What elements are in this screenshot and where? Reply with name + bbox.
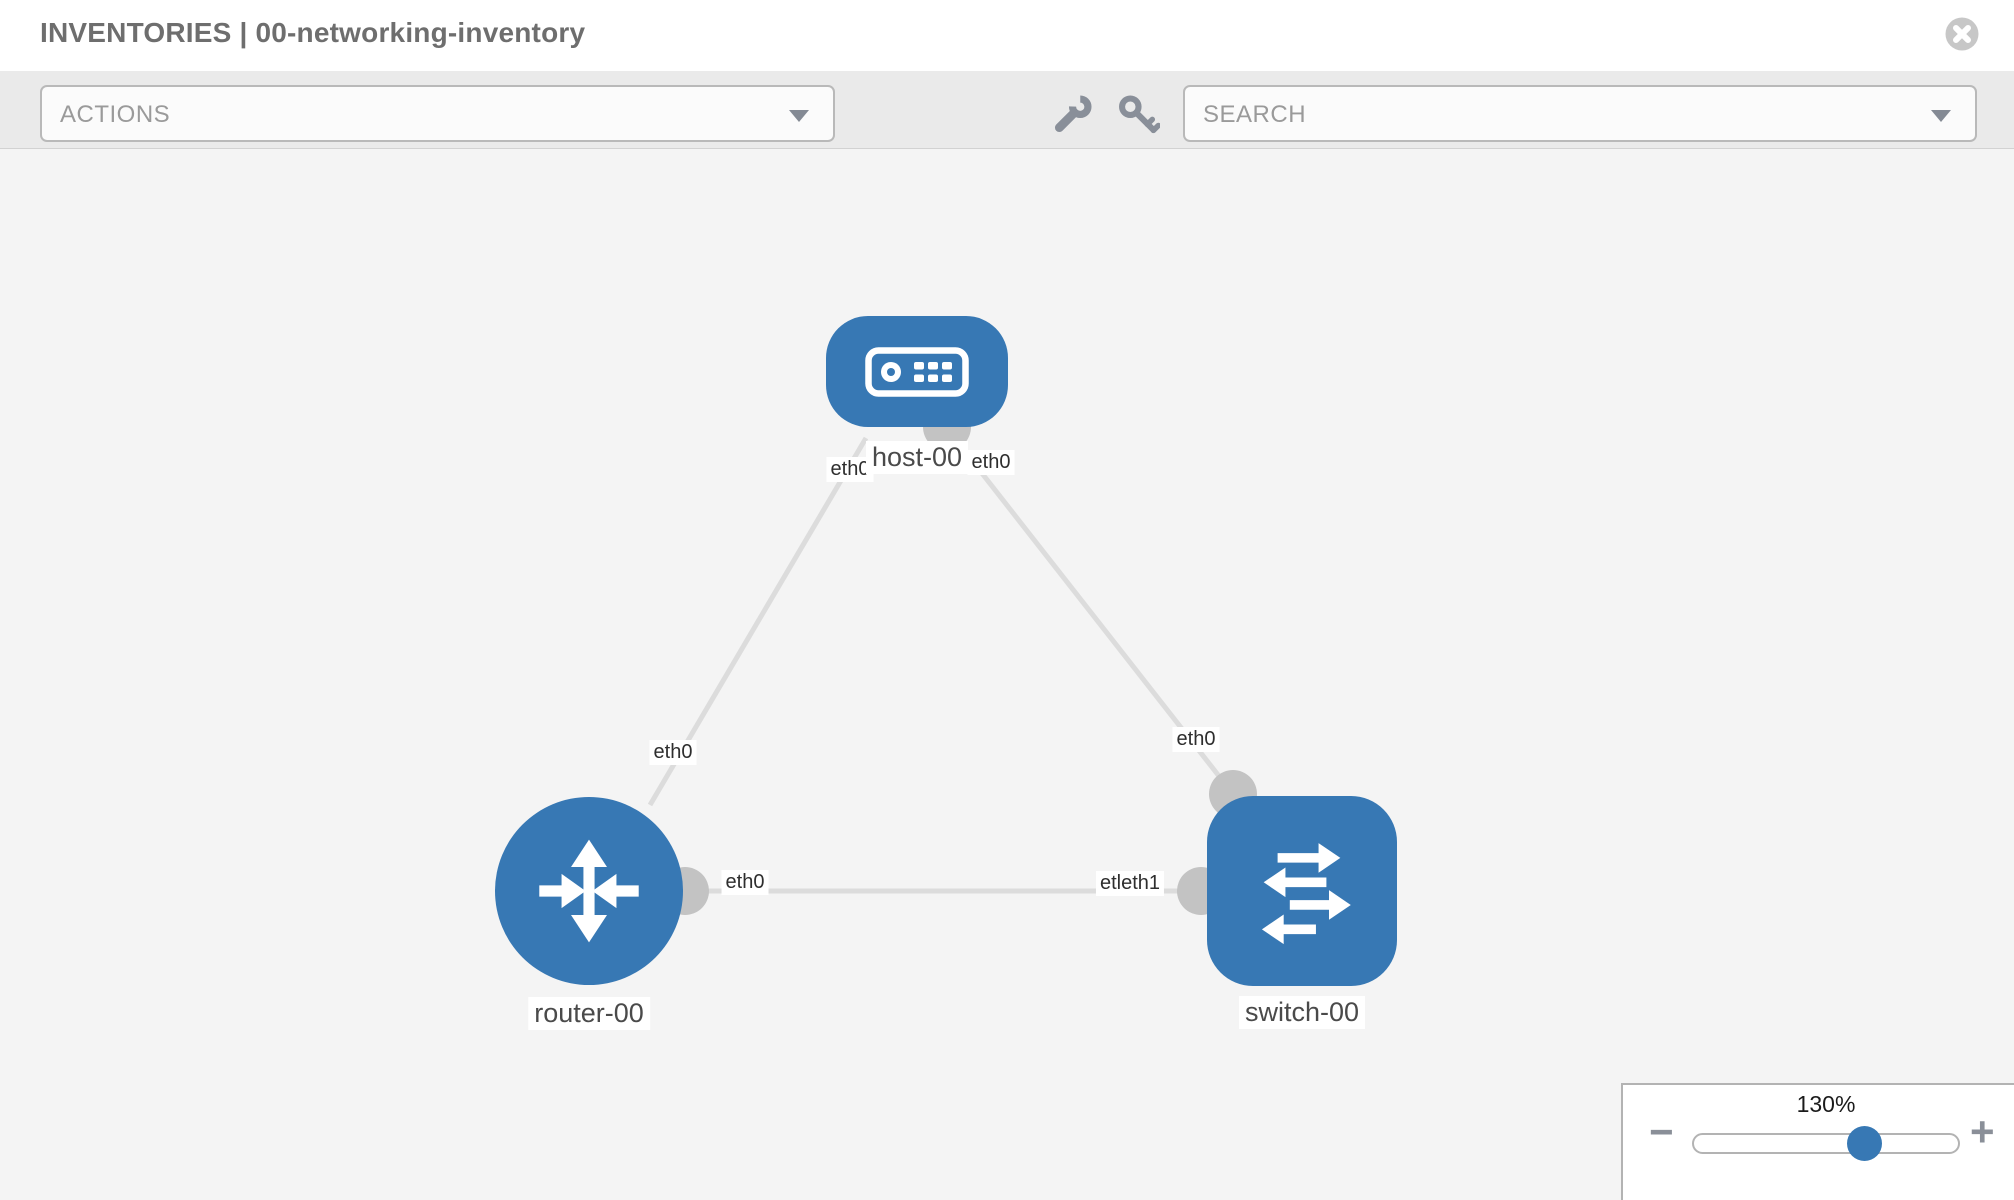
topology-canvas[interactable] [0,149,2014,1200]
interface-label: eth0 [649,740,697,765]
switch-icon [1261,843,1351,945]
node-router-00[interactable] [495,797,683,985]
zoom-out-button[interactable]: − [1649,1108,1674,1155]
chevron-down-icon [1931,110,1951,122]
zoom-in-button[interactable]: + [1970,1108,1995,1155]
host-icon [865,346,969,397]
interface-label: eth0 [826,457,874,482]
actions-dropdown[interactable]: ACTIONS [40,85,835,142]
header: INVENTORIES | 00-networking-inventory [0,0,2014,71]
node-host-00[interactable] [826,316,1008,427]
page-title: INVENTORIES | 00-networking-inventory [40,17,586,48]
zoom-slider-track[interactable] [1692,1133,1960,1154]
topology-links-layer [647,403,1257,915]
zoom-control-panel: 130% − + [1621,1083,2014,1200]
toolbar: ACTIONS SEARCH [0,71,2014,149]
close-icon[interactable] [1945,17,1979,51]
search-dropdown[interactable]: SEARCH [1183,85,1977,142]
interface-label: eth0 [967,450,1015,475]
interface-label: eth0 [721,870,769,895]
interface-label: eth0 [1172,727,1220,752]
key-icon[interactable] [1116,93,1160,137]
wrench-icon[interactable] [1050,93,1094,137]
node-switch-00[interactable] [1207,796,1397,986]
node-label-router-00: router-00 [528,997,650,1030]
search-dropdown-label: SEARCH [1203,101,1307,128]
interface-label: etleth1 [1095,871,1165,896]
zoom-level-label: 130% [1796,1091,1856,1117]
chevron-down-icon [789,110,809,122]
node-label-switch-00: switch-00 [1238,996,1366,1029]
zoom-slider-thumb[interactable] [1847,1126,1882,1161]
router-icon [539,839,639,943]
node-label-host-00: host-00 [865,441,969,474]
actions-dropdown-label: ACTIONS [60,101,171,128]
